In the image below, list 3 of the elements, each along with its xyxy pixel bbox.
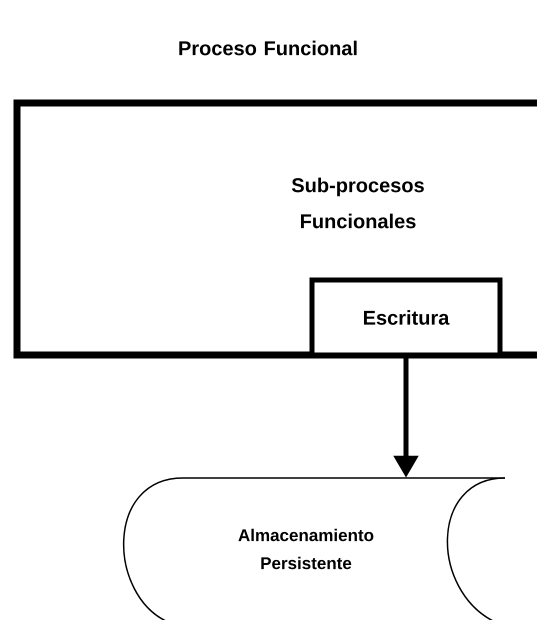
box-heading: Proceso Funcional <box>179 40 357 56</box>
process-box: Escritura <box>310 278 502 358</box>
box-label: Sub-procesos Funcionales <box>292 178 424 228</box>
